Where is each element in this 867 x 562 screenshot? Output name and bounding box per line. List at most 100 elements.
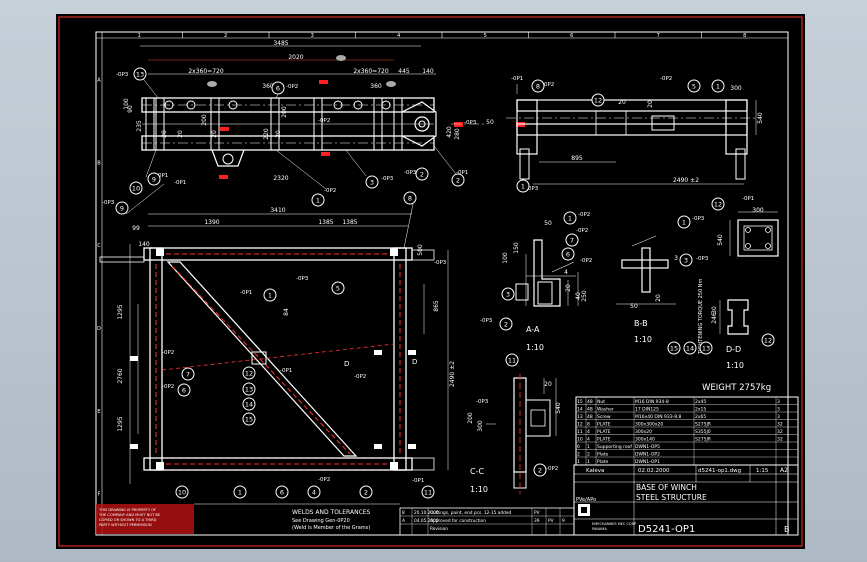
red-note: COPIED OR SHOWN TO A THIRD: [99, 518, 157, 522]
dimension-label: 3410: [270, 207, 285, 214]
part-callout: -0P2: [286, 84, 298, 90]
item-balloon: 12: [711, 197, 725, 211]
balloon-circle: [451, 173, 465, 187]
bom-cell: 15: [577, 399, 583, 405]
title-block-frame: [96, 464, 799, 536]
item-balloon: 1: [677, 215, 691, 229]
dimension-label: 20: [655, 294, 662, 302]
title-drawn-by: Kaleva: [586, 468, 604, 474]
title-line-1: BASE OF WINCH: [636, 483, 697, 492]
balloon-number: 5: [336, 284, 340, 292]
welds-title: WELDS AND TOLERANCES: [292, 509, 371, 516]
red-note: PARTY WITHOUT PERMISSION: [99, 523, 152, 527]
dimension-label: 99: [132, 225, 140, 232]
dimension-label: 200: [467, 412, 474, 424]
dimension-label: 50: [630, 303, 638, 310]
section-scale: 1:10: [526, 343, 544, 352]
bom-cell: DWN1-OP5: [635, 444, 660, 450]
bom-cell: 17 DIN125: [635, 407, 659, 413]
dimension-label: 540: [717, 234, 724, 246]
bom-cell: 2x15: [695, 407, 706, 413]
dimension-label: 100: [123, 98, 130, 110]
revision-cell: Revision: [430, 526, 448, 532]
part-callout: -0P2: [318, 118, 330, 124]
item-balloon: 1: [516, 179, 530, 193]
zone-column-number: 3: [311, 33, 314, 39]
balloon-number: 2: [456, 176, 460, 184]
revision-cell: 9: [562, 518, 565, 524]
bom-cell: 6: [577, 444, 580, 450]
balloon-number: 1: [521, 182, 525, 190]
balloon-circle: [242, 366, 256, 380]
bom-cell: 48: [587, 414, 593, 420]
balloon-circle: [711, 79, 725, 93]
balloon-number: 11: [508, 356, 516, 364]
bom-cell: 48: [587, 399, 593, 405]
balloon-number: 6: [566, 250, 570, 258]
bom-cell: 8: [587, 422, 590, 428]
bom-cell: 48: [587, 407, 593, 413]
dimension-label: 1385: [342, 219, 357, 226]
part-callout: -0P1: [156, 173, 168, 179]
bom-cell: PLATE: [597, 437, 611, 443]
part-callout: -0P3: [434, 260, 447, 266]
dimension-label: 500: [417, 244, 424, 256]
balloon-number: 15: [670, 344, 678, 352]
item-balloon: 13: [133, 67, 147, 81]
balloon-circle: [679, 253, 693, 267]
item-balloon: 5: [331, 281, 345, 295]
zone-column-number: 2: [224, 33, 227, 39]
item-balloon: 8: [403, 191, 417, 205]
balloon-number: 14: [686, 344, 694, 352]
balloon-number: 10: [178, 488, 186, 496]
balloon-number: 2: [538, 466, 542, 474]
top-view: [140, 45, 525, 190]
balloon-number: 13: [245, 385, 253, 393]
item-balloon: 14: [242, 397, 256, 411]
bom-cell: Plate: [597, 459, 608, 465]
dimension-label: 20: [161, 130, 168, 138]
item-balloon: 1: [233, 485, 247, 499]
part-callout: -0P1: [280, 368, 292, 374]
item-balloon: 13: [699, 341, 713, 355]
balloon-circle: [563, 211, 577, 225]
zone-row-letter: C: [97, 243, 101, 249]
dimension-label: 300: [752, 207, 764, 214]
balloon-circle: [233, 485, 247, 499]
balloon-circle: [516, 179, 530, 193]
dimension-label: 540: [555, 402, 562, 414]
section-title: B-B: [634, 319, 648, 328]
item-balloon: 6: [275, 485, 289, 499]
bom-cell: 1: [587, 459, 590, 465]
part-callout: -0P2: [354, 374, 366, 380]
bom-cell: 2x45: [695, 399, 706, 405]
part-callout: -0P1: [742, 196, 754, 202]
part-callout: -0P2: [162, 350, 174, 356]
torque-note: TIGHTENING TORQUE 250 Nm: [698, 279, 704, 355]
balloon-circle: [133, 67, 147, 81]
balloon-circle: [415, 167, 429, 181]
zone-column-number: 1: [138, 33, 141, 39]
part-callout: -0P3: [526, 186, 539, 192]
bom-table: [575, 396, 799, 466]
part-callout: -0P1: [240, 290, 252, 296]
drawing-number: D5241-OP1: [638, 524, 695, 535]
part-callout: -0P1: [412, 478, 424, 484]
dimension-label: 360: [370, 83, 382, 90]
red-note: THE COMPANY AND MUST NOT BE: [98, 513, 161, 517]
dimension-label: 84: [283, 308, 290, 316]
revision-letter: B: [784, 525, 790, 534]
balloon-circle: [561, 247, 575, 261]
bom-cell: 3: [777, 414, 780, 420]
balloon-number: 3: [684, 256, 688, 264]
bom-cell: 300x300x20: [635, 422, 663, 428]
bom-cell: 32: [777, 429, 783, 435]
item-balloon: 9: [115, 201, 129, 215]
item-balloon: 1: [263, 288, 277, 302]
balloon-circle: [505, 353, 519, 367]
dimension-label: 50: [486, 119, 494, 126]
bom-cell: 32: [777, 422, 783, 428]
item-balloon: 12: [242, 366, 256, 380]
